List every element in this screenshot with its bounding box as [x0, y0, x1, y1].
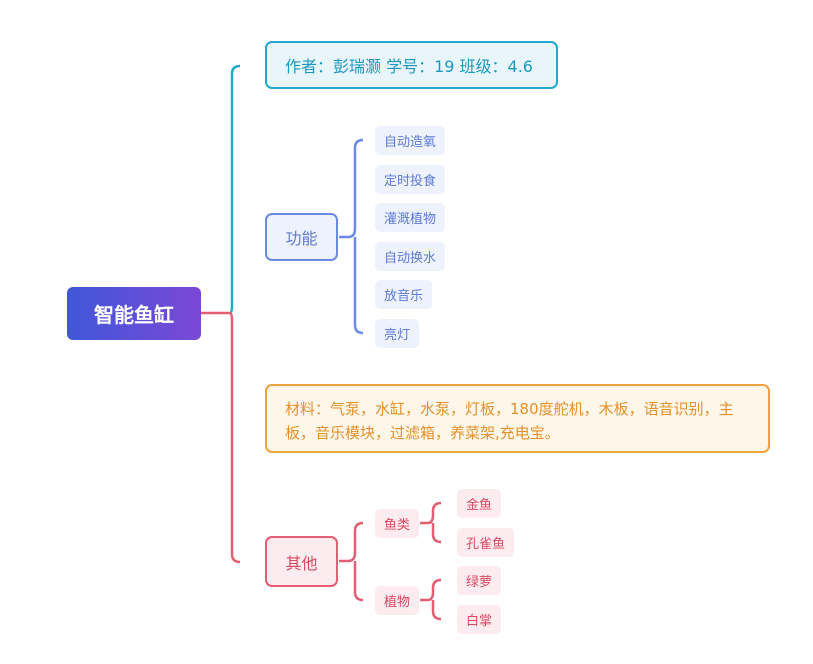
function-item[interactable]: 定时投食 — [375, 165, 446, 194]
root-label: 智能鱼缸 — [94, 303, 174, 327]
functions-label: 功能 — [285, 229, 318, 248]
plant-item[interactable]: 绿萝 — [457, 566, 502, 595]
root-branch-teal — [229, 64, 241, 315]
other-brace — [339, 521, 364, 602]
fish-brace — [420, 501, 442, 544]
author-text: 作者：彭瑞灏 学号：19 班级：4.6 — [285, 57, 533, 76]
author-node[interactable]: 作者：彭瑞灏 学号：19 班级：4.6 — [265, 41, 558, 89]
function-item[interactable]: 自动换水 — [375, 242, 446, 271]
function-item[interactable]: 放音乐 — [375, 280, 433, 309]
fish-item[interactable]: 孔雀鱼 — [457, 528, 515, 557]
function-item-label: 定时投食 — [384, 174, 437, 189]
root-branch-red — [229, 311, 241, 564]
function-item-label: 灌溉植物 — [384, 212, 437, 227]
functions-node[interactable]: 功能 — [265, 213, 338, 261]
other-node[interactable]: 其他 — [265, 536, 338, 587]
function-item[interactable]: 亮灯 — [375, 319, 420, 348]
plants-brace — [420, 578, 442, 621]
function-item-label: 自动换水 — [384, 251, 437, 266]
functions-brace — [339, 138, 364, 335]
function-item-label: 亮灯 — [384, 328, 411, 343]
fish-label: 鱼类 — [384, 518, 411, 533]
function-item-label: 自动造氧 — [384, 135, 437, 150]
plant-item-label: 白掌 — [466, 614, 493, 629]
fish-item[interactable]: 金鱼 — [457, 489, 502, 518]
plant-item[interactable]: 白掌 — [457, 605, 502, 634]
function-item[interactable]: 自动造氧 — [375, 126, 446, 155]
materials-node[interactable]: 材料：气泵，水缸，水泵，灯板，180度舵机，木板，语音识别，主板，音乐模块，过滤… — [265, 384, 770, 453]
function-item[interactable]: 灌溉植物 — [375, 203, 446, 232]
other-label: 其他 — [285, 553, 318, 573]
plants-label: 植物 — [384, 595, 411, 610]
fish-item-label: 金鱼 — [466, 498, 493, 513]
function-item-label: 放音乐 — [384, 289, 424, 304]
fish-item-label: 孔雀鱼 — [466, 537, 506, 552]
root-node[interactable]: 智能鱼缸 — [67, 287, 201, 340]
plants-node[interactable]: 植物 — [375, 586, 420, 615]
plant-item-label: 绿萝 — [466, 575, 493, 590]
fish-node[interactable]: 鱼类 — [375, 509, 420, 538]
materials-text: 材料：气泵，水缸，水泵，灯板，180度舵机，木板，语音识别，主板，音乐模块，过滤… — [285, 400, 734, 442]
